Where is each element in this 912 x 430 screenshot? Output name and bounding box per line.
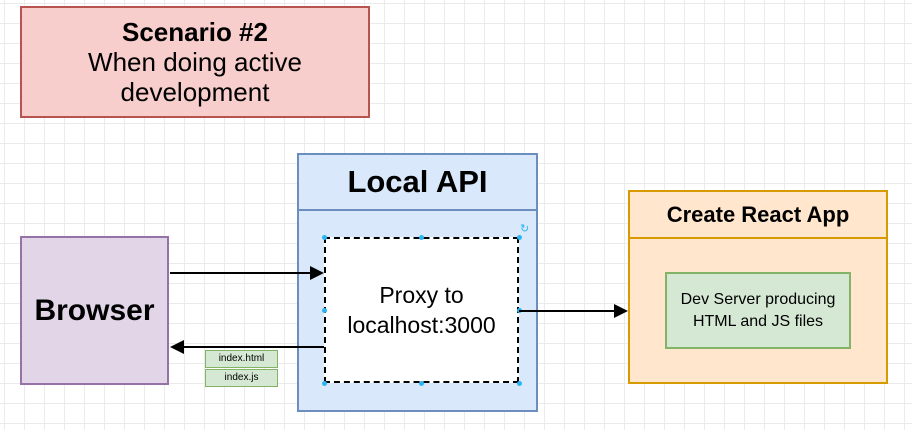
browser-box[interactable]: Browser bbox=[20, 236, 169, 385]
file-label-index-js[interactable]: index.js bbox=[205, 369, 278, 387]
local-api-title: Local API bbox=[347, 164, 488, 199]
create-react-app-title: Create React App bbox=[666, 201, 850, 227]
selection-handle-bottom-left[interactable] bbox=[322, 381, 327, 386]
selection-handle-top-center[interactable] bbox=[419, 235, 424, 240]
selection-handle-middle-left[interactable] bbox=[322, 308, 327, 313]
scenario-title: Scenario #2 bbox=[122, 17, 268, 47]
selection-handle-top-right[interactable] bbox=[517, 235, 522, 240]
arrowhead-to-browser bbox=[170, 340, 184, 354]
proxy-label-line1: Proxy to bbox=[379, 282, 464, 308]
proxy-label-line2: localhost:3000 bbox=[347, 312, 496, 338]
file-label-index-html[interactable]: index.html bbox=[205, 350, 278, 368]
scenario-subtitle: When doing active development bbox=[88, 47, 302, 107]
selection-handle-bottom-center[interactable] bbox=[419, 381, 424, 386]
create-react-app-header: Create React App bbox=[630, 192, 886, 239]
arrowhead-to-proxy bbox=[310, 266, 324, 280]
local-api-header: Local API bbox=[299, 155, 536, 211]
selection-handle-top-left[interactable] bbox=[322, 235, 327, 240]
arrowhead-to-create-react-app bbox=[614, 304, 628, 318]
scenario-box[interactable]: Scenario #2 When doing active developmen… bbox=[20, 6, 370, 118]
proxy-box[interactable]: Proxy to localhost:3000 bbox=[324, 237, 519, 383]
selection-handle-bottom-right[interactable] bbox=[517, 381, 522, 386]
dev-server-box[interactable]: Dev Server producing HTML and JS files bbox=[665, 272, 851, 349]
browser-label: Browser bbox=[34, 293, 155, 327]
dev-server-label: Dev Server producing HTML and JS files bbox=[680, 290, 836, 330]
rotate-icon[interactable]: ↻ bbox=[520, 223, 530, 235]
